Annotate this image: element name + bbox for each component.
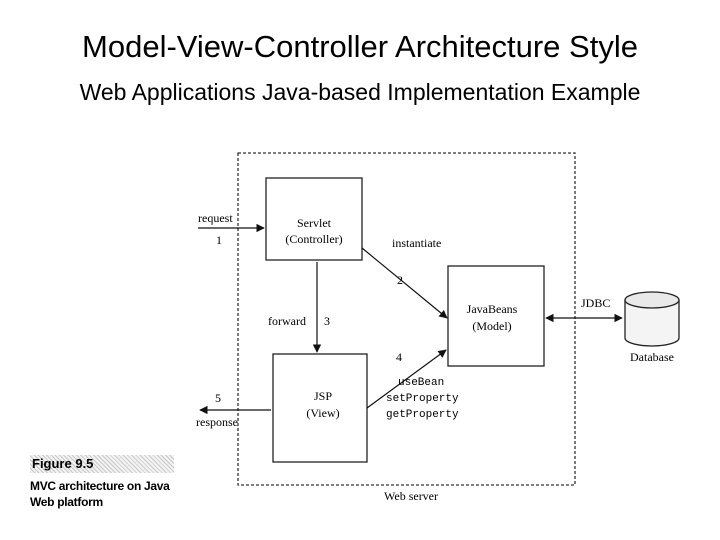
instantiate-label: instantiate xyxy=(392,236,441,250)
usebean-step-number: 4 xyxy=(396,350,402,364)
javabeans-box: JavaBeans (Model) xyxy=(447,265,545,367)
figure-number-label: Figure 9.5 xyxy=(30,455,174,473)
setproperty-call: setProperty xyxy=(386,393,459,405)
response-arrow: 5 response xyxy=(196,391,271,429)
model-label: (Model) xyxy=(472,319,511,333)
forward-arrow: forward 3 xyxy=(268,262,330,353)
getproperty-call: getProperty xyxy=(386,409,459,421)
servlet-box: Servlet (Controller) xyxy=(265,177,363,261)
usebean-call: useBean xyxy=(398,377,444,389)
database-label: Database xyxy=(630,350,674,364)
request-step-number: 1 xyxy=(216,233,222,247)
javabeans-label: JavaBeans xyxy=(467,302,518,316)
jdbc-arrow: JDBC xyxy=(545,296,623,323)
figure-caption-line-1: MVC architecture on Java xyxy=(30,479,170,493)
database-cylinder: Database xyxy=(624,291,680,364)
instantiate-arrow: instantiate 2 xyxy=(361,236,448,319)
request-arrow: request 1 xyxy=(198,211,265,247)
response-step-number: 5 xyxy=(215,391,221,405)
forward-label: forward xyxy=(268,314,306,328)
web-server-label: Web server xyxy=(384,489,438,503)
controller-label: (Controller) xyxy=(285,232,342,246)
jsp-box: JSP (View) xyxy=(272,353,368,463)
jdbc-label: JDBC xyxy=(581,296,610,310)
slide-title: Model-View-Controller Architecture Style xyxy=(82,29,638,64)
figure-caption-line-2: Web platform xyxy=(30,495,103,509)
figure-caption: MVC architecture on Java Web platform xyxy=(30,478,200,510)
response-label: response xyxy=(196,415,238,429)
forward-step-number: 3 xyxy=(324,314,330,328)
usebean-arrow: 4 useBean setProperty getProperty xyxy=(366,349,459,421)
jsp-label: JSP xyxy=(314,389,332,403)
instantiate-step-number: 2 xyxy=(397,273,403,287)
slide-subtitle: Web Applications Java-based Implementati… xyxy=(79,79,641,105)
servlet-label: Servlet xyxy=(297,216,332,230)
view-label: (View) xyxy=(306,406,339,420)
request-label: request xyxy=(198,211,233,225)
